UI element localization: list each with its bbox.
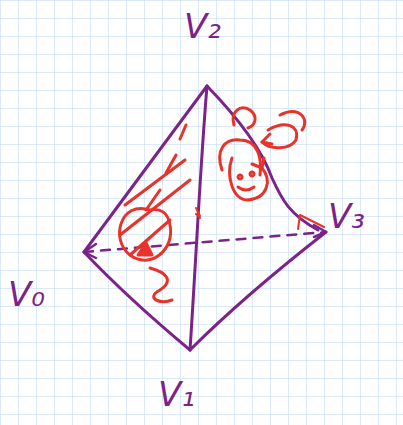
vertex-label: V₃ (328, 198, 365, 235)
orientation-arrows (120, 108, 324, 302)
vertex-label: V₂ (184, 8, 221, 45)
vertex-label: V₁ (158, 376, 195, 413)
vertex-label: V₀ (8, 276, 45, 313)
tetrahedron-edges (84, 86, 326, 350)
